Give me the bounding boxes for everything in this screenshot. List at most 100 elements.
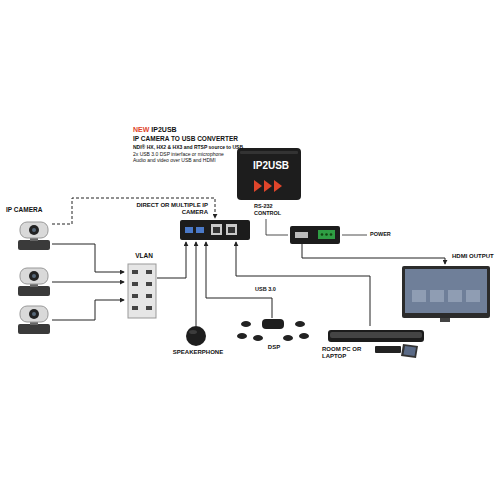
speakerphone-node: SPEAKERPHONE [166,323,230,361]
switch-port [146,306,152,310]
node-text: VLAN [124,252,164,260]
camera-lens [29,271,39,281]
node-text-slot: IP2USB [237,160,305,172]
cable-label-slot: DIRECT OR MULTIPLE IP CAMERA [128,202,208,216]
display-frame [402,266,490,318]
display-node: HDMI OUTPUT [400,250,496,325]
subtitle: IP CAMERA TO USB CONVERTER [133,135,238,143]
usb-cable [236,242,370,326]
ethernet-port [226,224,237,235]
port-label-slot: POWER [370,231,391,238]
microphone [241,321,251,327]
device-front [290,226,340,244]
spec-line-slot: Audio and video over USB and HDMI [133,157,216,163]
microphone [253,335,263,341]
camera-glass [32,312,36,316]
network-switch [128,264,156,318]
camera-base [18,286,50,296]
title: IP2USB [151,126,176,134]
display-screen [405,269,487,313]
soundbar [328,330,424,342]
switch-port [146,270,152,274]
touch-panel-screen [404,346,417,356]
microphone [283,335,293,341]
usb-port [196,227,204,233]
usb-cable [206,242,272,318]
network-cable [52,282,124,283]
cable-label: DIRECT OR MULTIPLE IP CAMERA [128,202,208,216]
port-label: RS-232 CONTROL [254,203,284,216]
ethernet-socket [228,227,235,233]
ptz-camera [18,268,50,296]
terminal-screw [321,233,324,236]
network-cable [52,300,124,320]
network-cable [157,242,186,278]
camera-glass [32,228,36,232]
node-text: ROOM PC OR LAPTOP [322,346,366,360]
hdmi-cable [302,244,445,264]
switch-port [146,294,152,298]
microphone [237,333,247,339]
terminal-screw [330,233,333,236]
screen-tile [466,290,480,302]
usb-port [185,227,193,233]
switch-port [132,294,138,298]
direct-cable [52,198,215,224]
switch-port [132,306,138,310]
microphone [299,333,309,339]
spec-line: Audio and video over USB and HDMI [133,157,216,163]
screen-tile [430,290,444,302]
port-label: POWER [370,231,391,238]
camera-lens [29,309,39,319]
cable-label-slot: USB 3.0 [255,286,276,293]
ptz-camera [18,222,50,250]
new-badge-slot: NEW [133,126,149,134]
node-text: IP CAMERA [6,206,42,214]
device-box: IP2USB [237,148,305,200]
camera-head [20,222,48,238]
node-text-slot: SPEAKERPHONE [166,349,230,356]
ethernet-socket [213,227,220,233]
new-badge: NEW [133,126,149,134]
display-stand [440,318,450,322]
device-top [237,148,301,200]
node-text-slot: DSP [236,344,312,351]
node-text-slot: IP CAMERA [6,206,42,214]
camera-lens [29,225,39,235]
node-text-slot: HDMI OUTPUT [452,253,494,260]
switch-port [146,282,152,286]
chevron [254,180,262,192]
spec-line-slot: 2x USB 3.0 DSP interface or microphone [133,151,224,157]
camera-glass [32,274,36,278]
spec-line-slot: NDI® HX, HX2 & HX3 and RTSP source to US… [133,144,243,150]
terminal-block [318,230,335,239]
node-text: DSP [236,344,312,351]
spec-line: 2x USB 3.0 DSP interface or microphone [133,151,224,157]
screen-tile [448,290,462,302]
device-rear [180,220,250,240]
room-pc [375,346,401,353]
switch-port [132,282,138,286]
camera-head [20,306,48,322]
dsp-node: DSP [236,315,312,355]
chevron [274,180,282,192]
screen-tile [412,290,426,302]
node-text: HDMI OUTPUT [452,253,494,260]
switch-node: VLAN [124,252,164,320]
microphone [295,321,305,327]
touch-panel [401,344,418,358]
camera-node: IP CAMERA [6,206,52,256]
switch-port [132,270,138,274]
network-cable [52,244,124,272]
camera-base [18,324,50,334]
dsp-unit [262,319,284,329]
terminal-screw [325,233,328,236]
node-text: SPEAKERPHONE [166,349,230,356]
hdmi-port [295,232,308,238]
cable-label: USB 3.0 [255,286,276,293]
speakerphone [186,326,206,346]
node-text-slot: VLAN [124,252,164,260]
leader-line [342,235,367,236]
